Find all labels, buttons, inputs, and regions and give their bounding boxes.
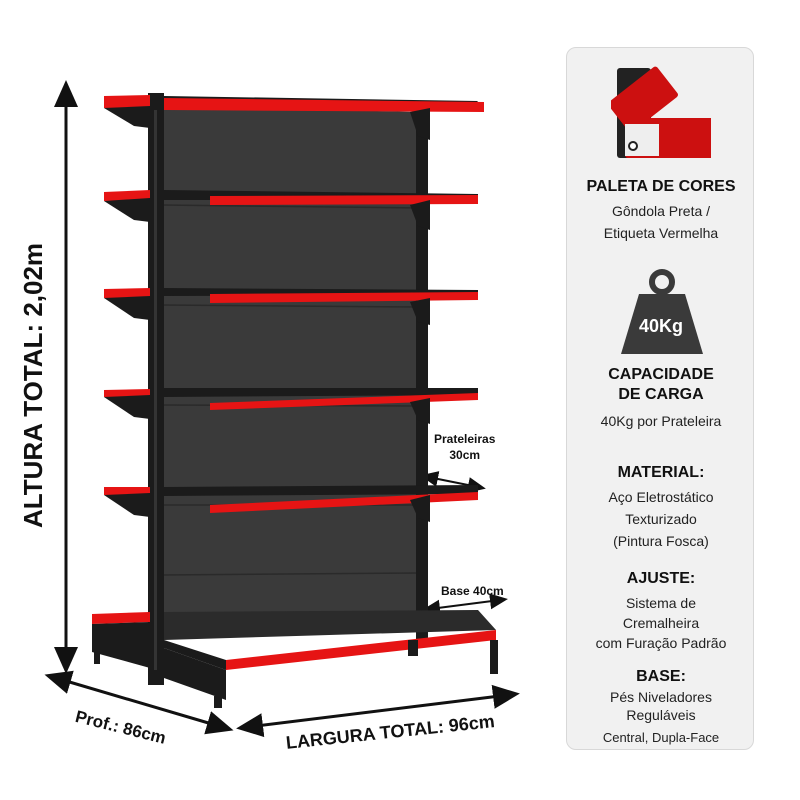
shelf-label-line2: 30cm: [449, 448, 481, 462]
palette-text-2: Etiqueta Vermelha: [603, 225, 719, 241]
back-panel: [162, 106, 420, 628]
adjust-text-1: Sistema de: [625, 595, 697, 611]
adjust-text-2: Cremalheira: [622, 615, 700, 631]
base-title: BASE:: [636, 668, 686, 685]
depth-dimension-arrow: [44, 670, 234, 735]
capacity-text: 40Kg por Prateleira: [600, 413, 722, 429]
height-label-text: ALTURA TOTAL: 2,02m: [18, 242, 48, 528]
height-label: ALTURA TOTAL: 2,02m: [18, 243, 58, 568]
palette-title: PALETA DE CORES: [586, 178, 736, 195]
base-depth-arrow: [422, 593, 508, 616]
shelf-label-line1: Prateleiras: [434, 432, 496, 446]
adjust-title: AJUSTE:: [626, 570, 696, 587]
shelf-brackets: [104, 106, 430, 522]
material-title: MATERIAL:: [617, 464, 705, 481]
gondola-shelf-drawing: [44, 80, 520, 738]
base-plinth: [92, 622, 498, 708]
base-text-1: Pés Niveladores: [610, 689, 712, 705]
product-illustration: ALTURA TOTAL: 2,02m Prof.: 86cm LARGURA …: [18, 80, 520, 753]
material-text-1: Aço Eletrostático: [608, 489, 714, 505]
material-text-3: (Pintura Fosca): [613, 533, 709, 549]
base-depth-label: Base 40cm: [441, 584, 504, 598]
base-text-2: Reguláveis: [626, 707, 696, 723]
capacity-title-2: DE CARGA: [618, 386, 704, 403]
adjust-text-3: com Furação Padrão: [595, 635, 727, 651]
shelves: [92, 95, 496, 670]
width-dimension-arrow: [236, 684, 520, 738]
right-upright: [416, 108, 428, 646]
palette-text-1: Gôndola Preta /: [611, 203, 711, 219]
capacity-title-1: CAPACIDADE: [608, 366, 714, 383]
upright-slots: [154, 110, 157, 670]
weight-icon: [621, 269, 703, 354]
shelf-depth-label: Prateleiras 30cm: [434, 431, 495, 463]
left-upright: [148, 93, 164, 685]
color-palette-icon: [611, 66, 711, 158]
material-text-2: Texturizado: [625, 511, 697, 527]
weight-badge: 40Kg: [638, 316, 683, 336]
spec-panel: PALETA DE CORES Gôndola Preta / Etiqueta…: [566, 47, 754, 750]
base-text-3: Central, Dupla-Face: [602, 730, 720, 745]
